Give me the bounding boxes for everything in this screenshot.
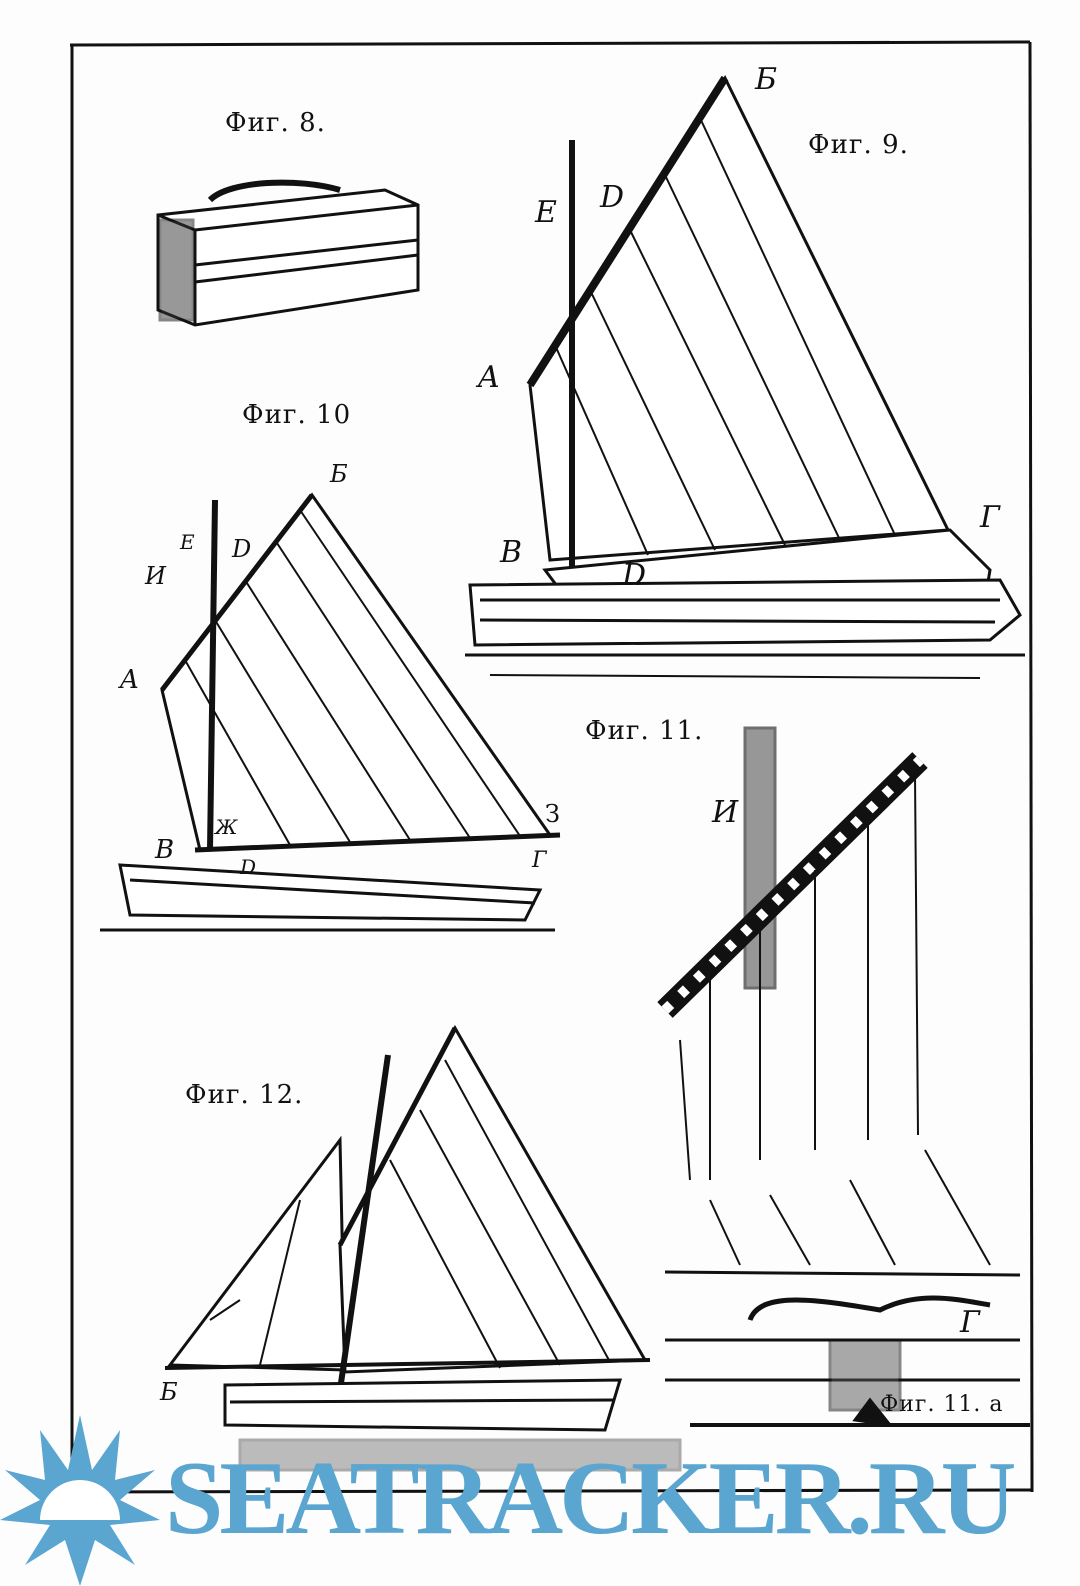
caption-fig12: Фиг. 12. <box>185 1080 304 1110</box>
page-frame <box>69 40 1034 1494</box>
fig11-detail-drawing <box>657 726 1030 1428</box>
caption-fig10: Фиг. 10 <box>242 400 352 430</box>
watermark-text: SEATRACKER.RU <box>165 1439 1016 1556</box>
fig10-label: З <box>545 800 560 828</box>
caption-fig8: Фиг. 8. <box>225 108 326 138</box>
fig11a-label: Г <box>960 1305 980 1340</box>
fig10-boat-drawing <box>100 492 561 932</box>
fig9-boat-drawing <box>465 74 1025 679</box>
fig10-label: Ж <box>215 815 238 839</box>
fig10-label: A <box>120 665 139 695</box>
fig10-label: D <box>240 855 257 879</box>
fig9-label: D <box>622 558 647 593</box>
fig8-block-drawing <box>156 179 420 327</box>
fig10-label: И <box>145 562 166 590</box>
fig9-label: D <box>600 180 625 215</box>
fig9-label: Б <box>755 62 778 97</box>
fig10-label: Б <box>330 460 348 488</box>
fig12-label: Б <box>160 1378 178 1406</box>
fig9-label: Г <box>980 500 1000 535</box>
fig11-label: И <box>712 795 739 830</box>
fig10-label: D <box>232 535 252 563</box>
fig10-label: Е <box>180 530 195 554</box>
fig9-label: A <box>478 360 500 395</box>
fig9-label: B <box>500 535 523 570</box>
fig10-label: B <box>155 835 175 865</box>
caption-fig9: Фиг. 9. <box>808 130 909 160</box>
fig9-label: Е <box>535 195 557 230</box>
caption-fig11: Фиг. 11. <box>585 716 704 746</box>
watermark-sun-logo <box>0 1415 160 1586</box>
fig10-label: Г <box>532 848 547 873</box>
caption-fig11a: Фиг. 11. а <box>880 1392 1004 1417</box>
fig12-boat-drawing <box>164 1024 682 1472</box>
